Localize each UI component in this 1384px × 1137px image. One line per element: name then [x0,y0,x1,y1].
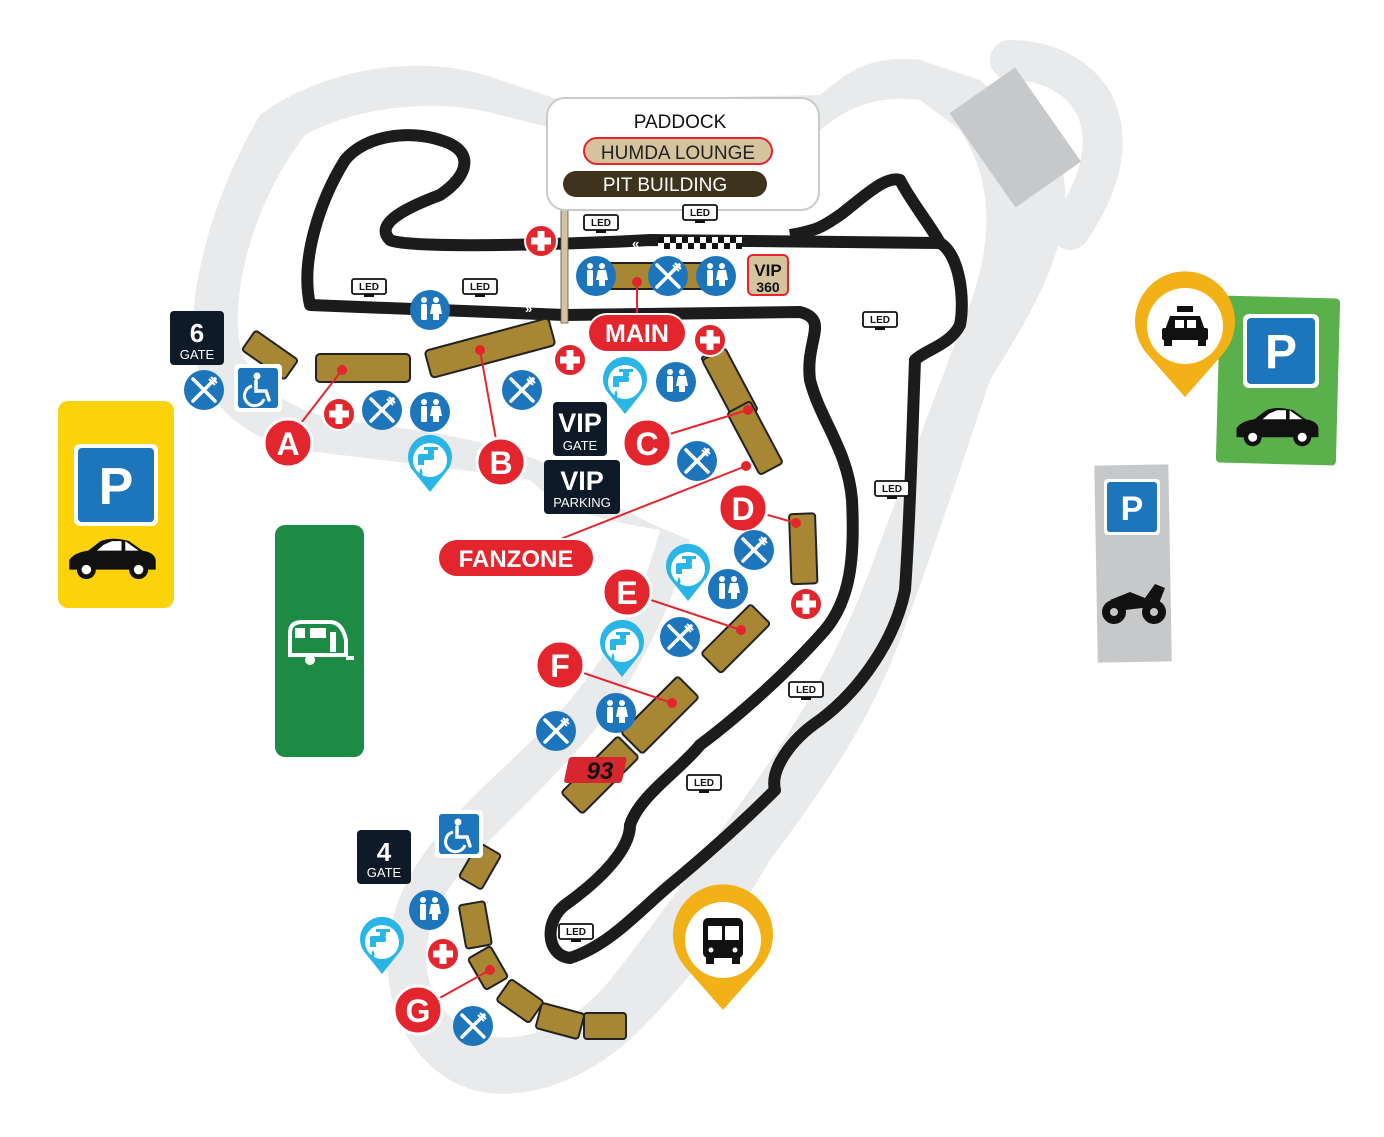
camping-area[interactable] [275,525,364,757]
svg-text:P: P [99,458,134,516]
svg-text:LED: LED [359,282,379,293]
led-screen: LED [583,214,619,234]
svg-text:93: 93 [587,758,614,785]
svg-text:GATE: GATE [563,438,598,453]
race-track [301,129,968,964]
svg-text:GATE: GATE [367,865,402,880]
led-screen: LED [788,681,824,701]
svg-text:VIP: VIP [560,466,604,496]
zone-marker-g[interactable]: G [392,984,444,1036]
parking-car-green[interactable]: P [1215,295,1341,466]
service-building [949,67,1082,208]
led-screen: LED [558,923,594,943]
svg-text:F: F [550,648,570,684]
svg-text:4: 4 [377,837,392,867]
svg-text:GATE: GATE [180,347,215,362]
zone-label-fanzone[interactable]: FANZONE [437,538,595,578]
gate-4[interactable]: 4 GATE [357,830,411,884]
svg-text:LED: LED [870,315,890,326]
led-screen: LED [862,311,898,331]
svg-text:LED: LED [796,685,816,696]
direction-arrow: « [632,236,639,251]
svg-text:D: D [731,491,754,527]
zone-marker-a[interactable]: A [262,417,314,469]
zone-marker-d[interactable]: D [717,482,769,534]
svg-text:LED: LED [690,208,710,219]
parking-motorbike[interactable]: P [1094,464,1172,663]
zone-marker-c[interactable]: C [621,417,673,469]
led-screen: LED [874,480,910,500]
svg-text:LED: LED [882,484,902,495]
svg-text:E: E [616,575,637,611]
zone-connector-dots [337,277,801,975]
led-screen: LED [462,278,498,298]
svg-text:C: C [635,426,658,462]
direction-arrow: » [525,301,532,316]
svg-text:LED: LED [694,778,714,789]
svg-text:B: B [489,445,512,481]
svg-text:P: P [1121,490,1144,528]
svg-text:VIP: VIP [558,408,602,438]
svg-text:LED: LED [591,218,611,229]
zone-marker-f[interactable]: F [534,639,586,691]
humda-lounge-label: HUMDA LOUNGE [601,143,755,164]
svg-text:MAIN: MAIN [605,320,669,348]
svg-text:360: 360 [756,279,780,295]
svg-text:PARKING: PARKING [553,495,611,510]
vip-360-label[interactable]: VIP 360 [747,254,789,296]
paddock-box[interactable]: PADDOCK HUMDA LOUNGE PIT BUILDING [546,97,820,211]
zone-marker-b[interactable]: B [475,436,527,488]
svg-text:LED: LED [470,282,490,293]
start-finish-line [658,237,742,249]
zone-marker-e[interactable]: E [601,566,653,618]
caravan-icon [288,620,354,660]
taxi-stand-pin[interactable] [1134,271,1235,397]
gate-6[interactable]: 6 GATE [170,311,224,365]
svg-text:A: A [276,426,299,462]
svg-text:FANZONE: FANZONE [459,546,574,573]
bus-icon [703,918,743,964]
svg-text:6: 6 [190,318,204,348]
svg-text:LED: LED [566,927,586,938]
led-screen: LED [351,278,387,298]
pit-building-label: PIT BUILDING [603,175,727,196]
zone-label-main[interactable]: MAIN [587,313,687,353]
led-screen: LED [682,204,718,224]
svg-text:P: P [1265,326,1297,379]
motorbike-icon [1102,584,1166,624]
vip-gate-label[interactable]: VIP GATE [553,402,607,456]
parking-car-yellow[interactable]: P [58,401,174,608]
vip-parking-label[interactable]: VIP PARKING [544,460,620,514]
grandstands [241,262,819,1040]
number-93-badge: 93 [564,757,627,785]
led-screen: LED [686,774,722,794]
svg-text:G: G [406,993,431,1029]
svg-text:VIP: VIP [754,261,781,280]
bus-stop-pin[interactable] [672,884,773,1010]
paddock-pole [560,194,569,324]
paddock-title: PADDOCK [634,112,727,133]
